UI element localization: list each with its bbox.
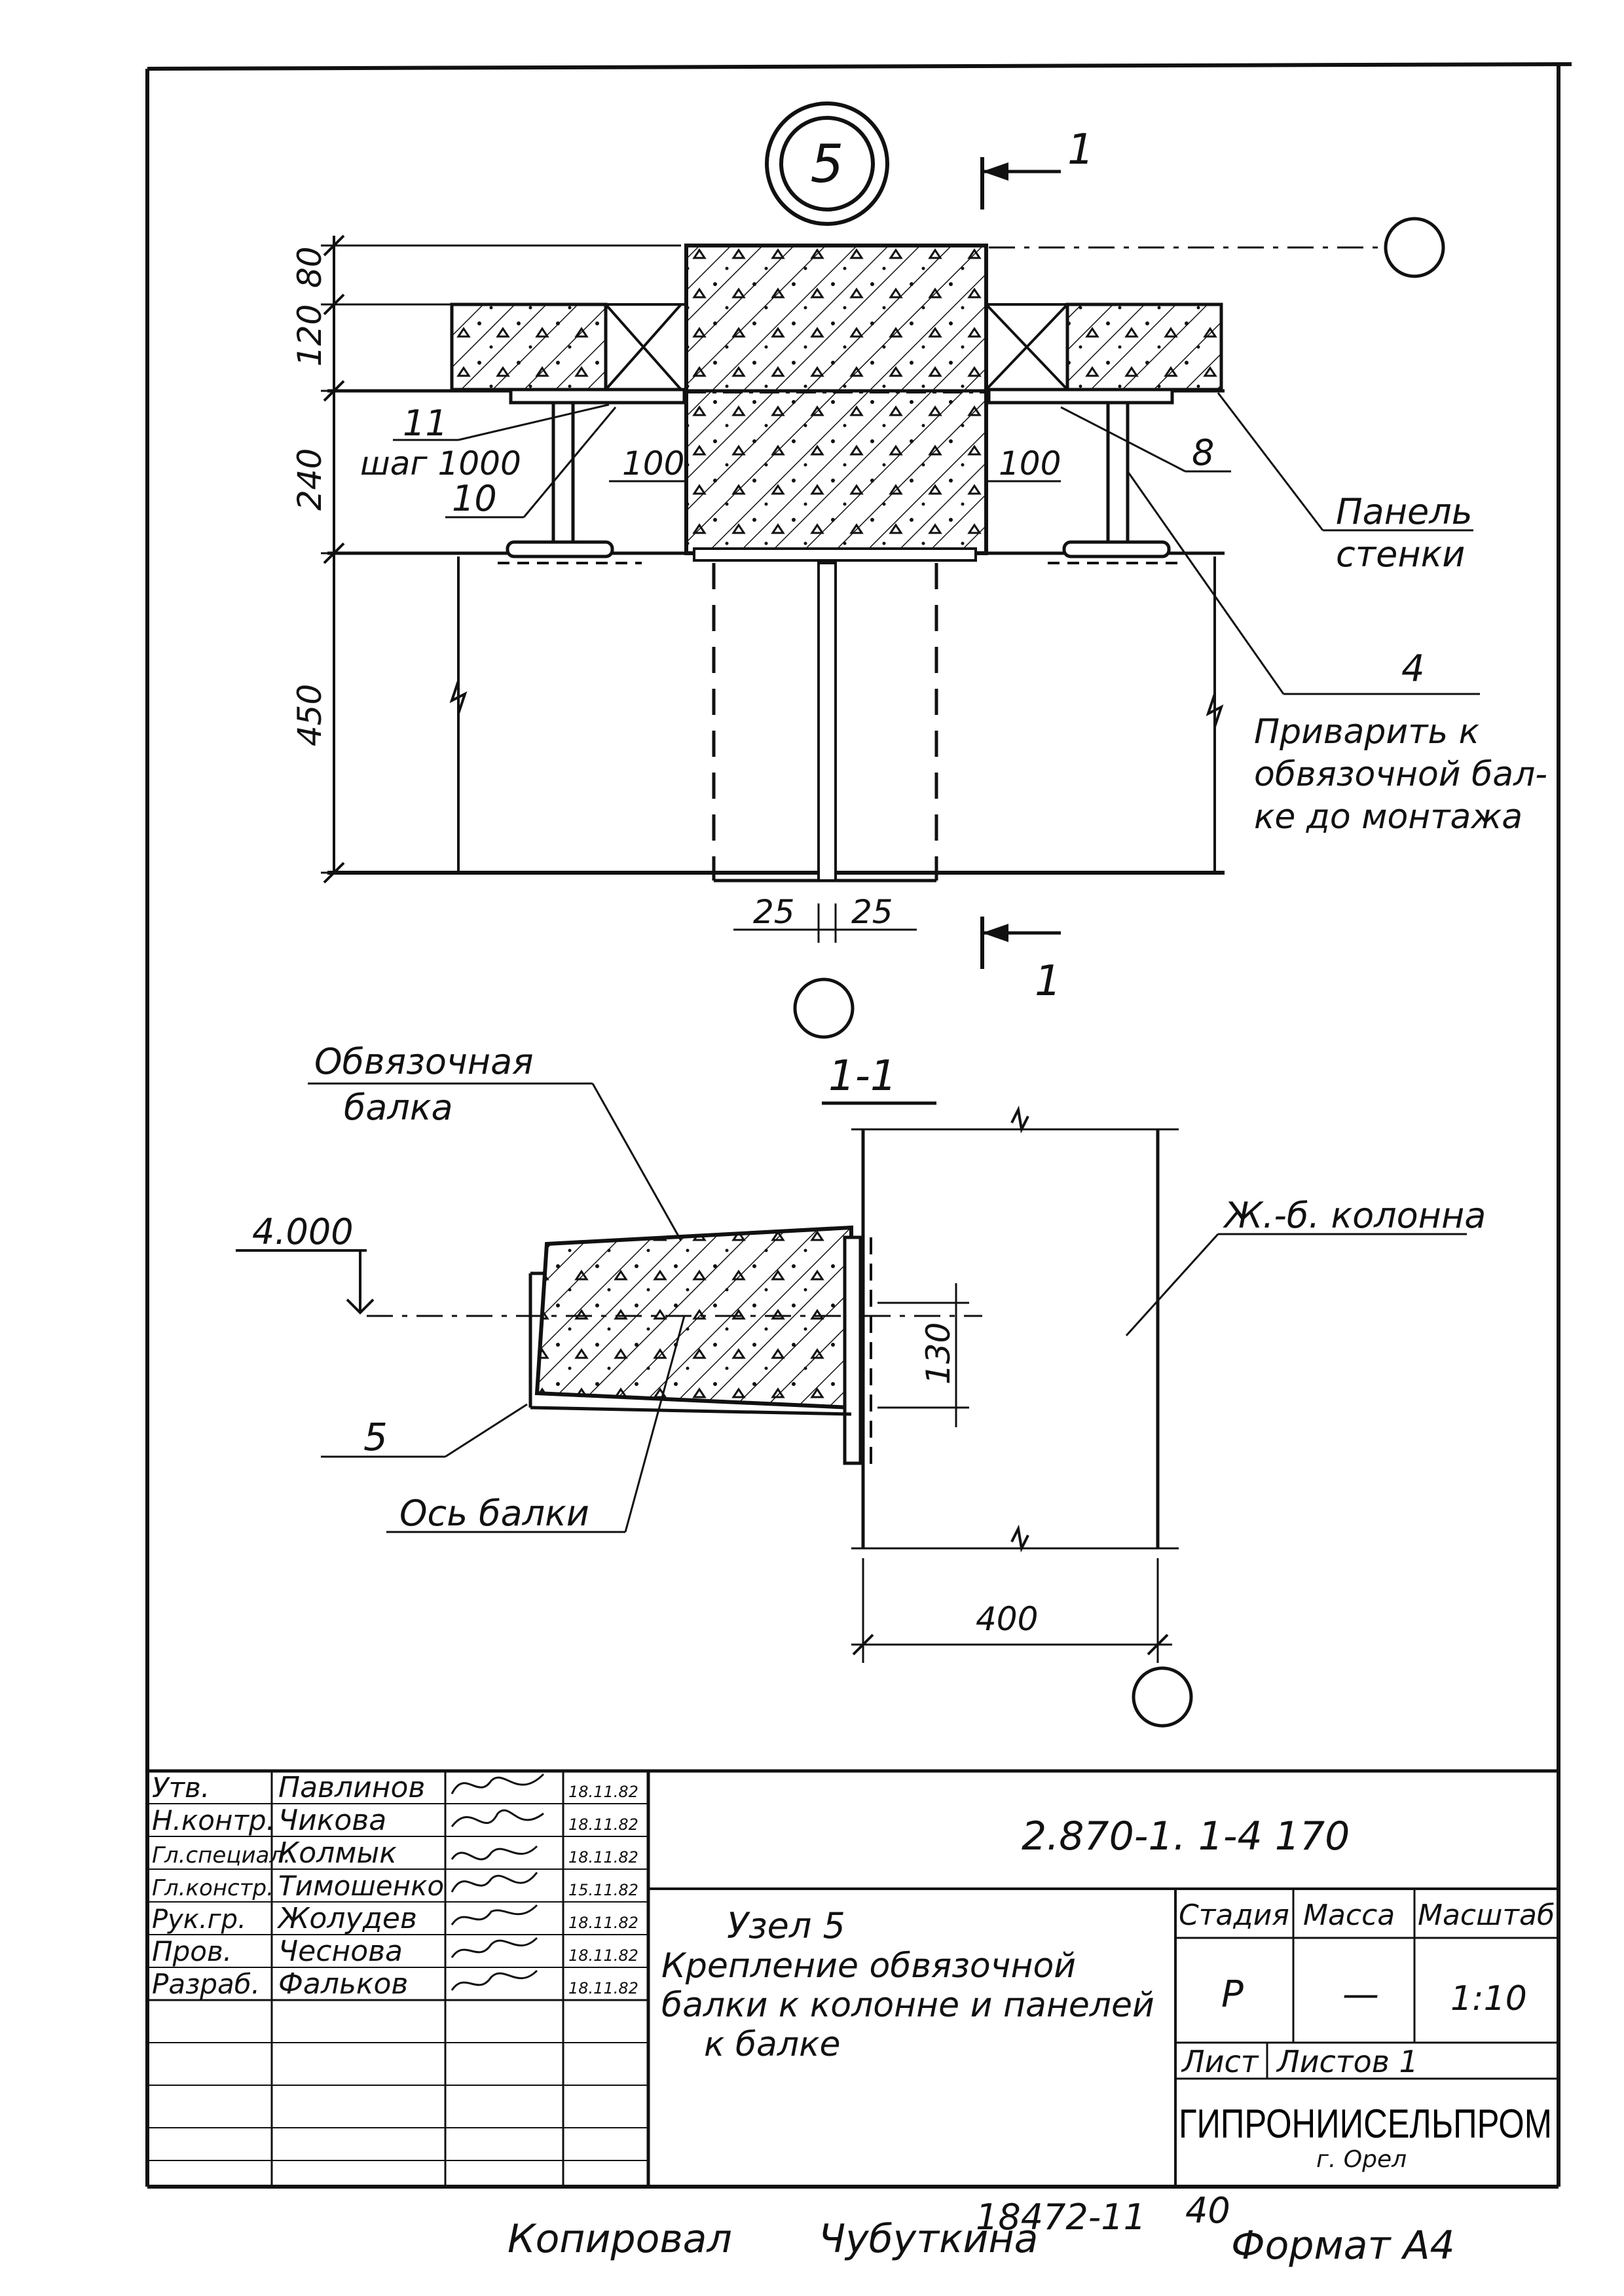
footer-format: Формат А4 [1231, 2223, 1455, 2269]
signature-mark [451, 1773, 545, 1795]
organization-name: ГИПРОНИИСЕЛЬПРОМ [1179, 2102, 1552, 2147]
scale-label: Масштаб [1418, 1899, 1555, 1932]
footer: Копировал Чубуткина 18472-11 40 Формат А… [507, 2190, 1455, 2269]
dim-web-left: 25 [753, 893, 795, 931]
drawing-title-2: Крепление обвязочной [661, 1946, 1076, 1986]
stage-label: Стадия [1179, 1899, 1289, 1932]
signature-name: Чеснова [278, 1935, 403, 1968]
signature-row: Рук.гр. Жолудев 18.11.82 [152, 1902, 638, 1935]
signature-name: Тимошенко [278, 1870, 444, 1902]
callout-step: шаг 1000 [360, 445, 521, 483]
organization-city: г. Орел [1316, 2146, 1407, 2173]
signature-role: Утв. [152, 1772, 210, 1804]
drawing-title-3: балки к колонне и панелей [661, 1986, 1154, 2025]
document-code: 2.870-1. 1-4 170 [1022, 1813, 1350, 1859]
axis-markers [793, 217, 1445, 1728]
callout-4: 4 [1401, 647, 1425, 690]
signature-date: 15.11.82 [568, 1881, 638, 1899]
callout-panel-2: стенки [1336, 534, 1465, 575]
signature-date: 18.11.82 [568, 1783, 638, 1801]
sheet-label: Лист [1181, 2044, 1259, 2079]
dim-120: 120 [291, 304, 329, 367]
signature-name: Колмык [278, 1836, 397, 1870]
section-view: 1-1 Обвязочная балка 4.000 130 Ж.- [236, 1041, 1486, 1663]
signature-row: Гл.специал. Колмык 18.11.82 [152, 1836, 638, 1870]
footer-archive-number: 18472-11 [976, 2196, 1146, 2238]
section-beam-label-2: балка [344, 1087, 453, 1128]
dim-web-right: 25 [851, 893, 893, 931]
dim-right-gap: 100 [999, 445, 1061, 483]
plan-callouts: 11 шаг 1000 10 8 Панель стенки 4 Привари… [360, 392, 1547, 837]
section-beam-label-1: Обвязочная [314, 1041, 534, 1082]
signature-date: 18.11.82 [568, 1946, 638, 1965]
signature-role: Разраб. [152, 1968, 260, 2000]
scale-value: 1:10 [1450, 1979, 1527, 2018]
vertical-dimensions: 80 120 240 450 [291, 234, 681, 884]
plan-gap-dimensions: 100 100 25 25 [609, 445, 1061, 943]
section-column-label: Ж.-б. колонна [1223, 1195, 1486, 1236]
sheets-label: Листов 1 [1276, 2044, 1418, 2079]
drawing-title-1: Узел 5 [727, 1905, 845, 1946]
callout-8: 8 [1192, 432, 1214, 473]
node-marker-number: 5 [811, 134, 844, 194]
signature-role: Гл.констр. [152, 1875, 274, 1901]
callout-panel-1: Панель [1336, 491, 1473, 532]
signature-mark [451, 1969, 538, 1991]
section-cut-top: 1 [980, 126, 1094, 210]
callout-weld-1: Приварить к [1254, 712, 1480, 752]
dim-450: 450 [291, 684, 329, 746]
signature-name: Фальков [278, 1967, 408, 2001]
signature-date: 18.11.82 [568, 1848, 638, 1867]
signature-date: 18.11.82 [568, 1914, 638, 1932]
signature-mark [451, 1845, 538, 1861]
mass-value: — [1342, 1973, 1379, 2016]
signature-role: Н.контр. [152, 1804, 275, 1836]
footer-copier-name: Чубуткина [819, 2216, 1038, 2262]
stage-value: Р [1221, 1973, 1244, 2016]
mass-label: Масса [1303, 1899, 1395, 1932]
section-elevation: 4.000 [252, 1211, 354, 1252]
signature-name: Павлинов [278, 1771, 425, 1804]
signature-row: Гл.констр. Тимошенко 15.11.82 [152, 1870, 638, 1902]
section-axis-label: Ось балки [399, 1493, 589, 1534]
signature-mark [451, 1937, 538, 1958]
signature-name: Жолудев [276, 1902, 417, 1935]
section-dim-130: 130 [919, 1322, 957, 1385]
section-cut-bottom: 1 [980, 917, 1061, 1006]
plan-view [327, 244, 1225, 883]
drawing-title-4: к балке [704, 2025, 841, 2064]
signature-date: 18.11.82 [568, 1815, 638, 1834]
signature-row: Пров. Чеснова 18.11.82 [152, 1935, 638, 1968]
dim-80: 80 [291, 246, 329, 288]
section-dim-400: 400 [976, 1600, 1038, 1638]
signature-role: Рук.гр. [152, 1904, 246, 1935]
section-pos-5: 5 [363, 1415, 388, 1459]
callout-weld-2: обвязочной бал- [1254, 755, 1547, 794]
footer-copied-label: Копировал [507, 2216, 732, 2262]
dim-left-gap: 100 [622, 445, 684, 483]
signature-mark [451, 1872, 538, 1893]
node-marker: 5 [765, 101, 889, 226]
dim-240: 240 [291, 448, 329, 511]
signature-role: Пров. [152, 1935, 232, 1967]
section-mark-top: 1 [1067, 126, 1094, 174]
signature-row: Утв. Павлинов 18.11.82 [152, 1771, 638, 1804]
callout-weld-3: ке до монтажа [1254, 797, 1522, 837]
signature-name: Чикова [278, 1804, 386, 1837]
callout-10: 10 [452, 478, 497, 519]
sheet-frame [145, 62, 1572, 2189]
callout-11: 11 [403, 403, 448, 444]
section-title: 1-1 [828, 1052, 897, 1101]
signature-role: Гл.специал. [152, 1842, 291, 1868]
title-block: Утв. Павлинов 18.11.82 Н.контр. Чикова 1… [147, 1769, 1559, 2187]
signature-row: Разраб. Фальков 18.11.82 [152, 1967, 638, 2001]
signature-row: Н.контр. Чикова 18.11.82 [152, 1804, 638, 1837]
footer-page-number: 40 [1185, 2190, 1230, 2231]
signature-mark [451, 1809, 544, 1827]
signature-mark [451, 1904, 538, 1925]
signature-date: 18.11.82 [568, 1979, 638, 1997]
section-mark-bottom: 1 [1035, 957, 1061, 1006]
